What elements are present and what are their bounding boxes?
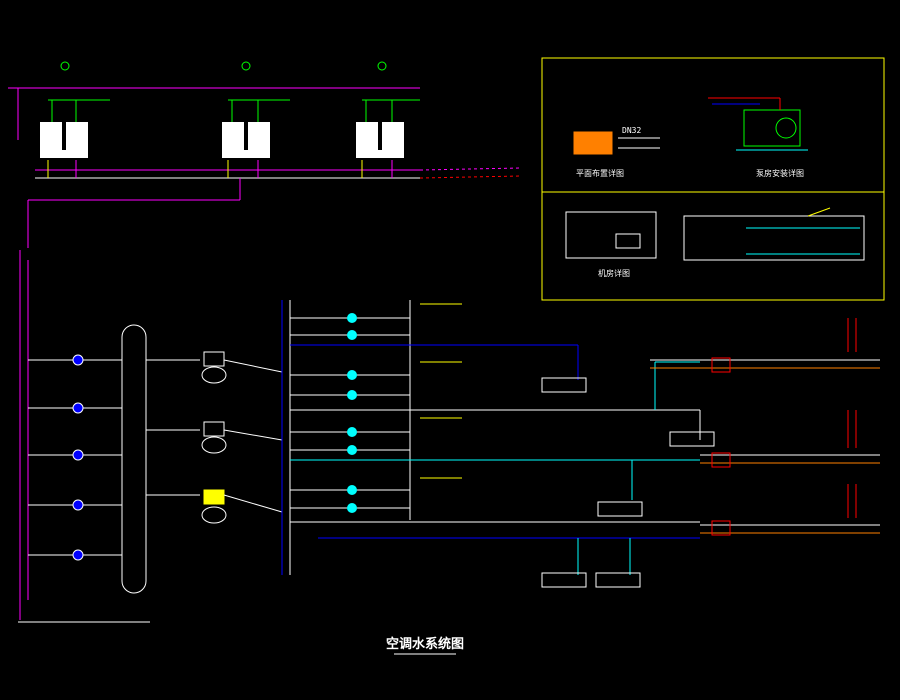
chiller-group <box>201 351 283 524</box>
pump-icon <box>347 445 357 455</box>
pump-icon <box>347 485 357 495</box>
device-room-label: 机房详图 <box>598 268 630 278</box>
pump-icon <box>347 330 357 340</box>
pump-icon <box>72 549 84 561</box>
drawing-title: 空调水系统图 <box>386 636 464 652</box>
air-handling-unit-icon <box>595 572 641 588</box>
cooling-tower-group <box>8 61 521 620</box>
air-handling-unit-icon <box>541 572 587 588</box>
valve-icon <box>711 357 731 373</box>
right-branches <box>650 318 880 536</box>
pipe-size-label: DN32 <box>622 126 641 135</box>
valve-icon <box>711 452 731 468</box>
pump-icon <box>347 503 357 513</box>
pump-icon <box>347 390 357 400</box>
cooling-tower-icon <box>222 61 290 178</box>
air-handling-unit-icon <box>541 377 587 393</box>
valve-icon <box>711 520 731 536</box>
air-handling-unit-icon <box>669 431 715 447</box>
pump-icon <box>72 449 84 461</box>
distribution-headers <box>281 300 701 575</box>
cooling-tower-icon <box>356 61 420 178</box>
pump-icon <box>347 427 357 437</box>
air-handling-unit-icon <box>597 501 643 517</box>
pump-bank <box>18 324 200 623</box>
air-handling-units <box>541 377 715 588</box>
pump-icon <box>347 313 357 323</box>
pump-icon <box>72 402 84 414</box>
pump-icon <box>72 354 84 366</box>
pump-room-label: 泵房安装详图 <box>756 168 804 178</box>
pump-icon <box>347 370 357 380</box>
pump-icon <box>72 499 84 511</box>
radiator-room-label: 平面布置详图 <box>576 168 624 178</box>
detail-inset-frame <box>541 57 885 301</box>
cooling-tower-icon <box>40 61 110 178</box>
inset-labels: DN32 平面布置详图 泵房安装详图 机房详图 <box>576 126 804 278</box>
